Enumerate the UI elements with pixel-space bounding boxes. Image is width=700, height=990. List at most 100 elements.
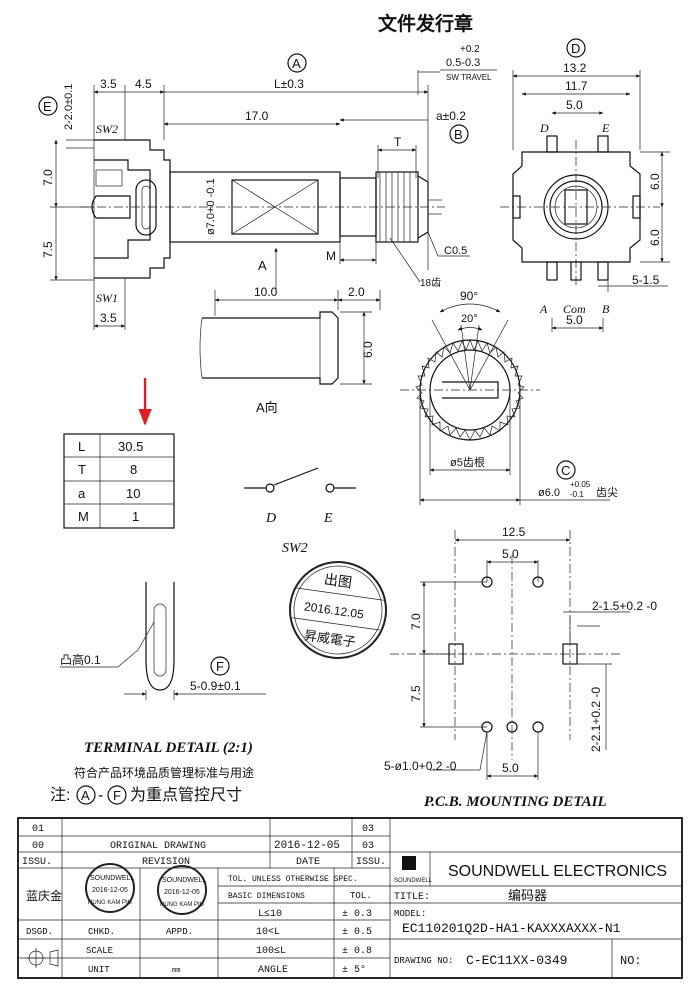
appd-label: APPD. — [166, 927, 193, 937]
company-logo-icon — [402, 856, 416, 870]
stamp-name-2: SOUNDWELL — [162, 877, 206, 884]
tol-value: ± 5° — [342, 964, 366, 976]
switch-name: SW2 — [282, 541, 308, 556]
dim-10: 10.0 — [254, 285, 278, 299]
parameter-table: L 30.5 T 8 a 10 M 1 — [63, 433, 175, 529]
dim-5-bottom: 5.0 — [566, 313, 583, 327]
circle-f-text: F — [216, 659, 224, 674]
dim-2: 2.0 — [348, 285, 365, 299]
label-m: M — [326, 249, 336, 263]
dim-13-2: 13.2 — [563, 61, 587, 75]
circle-c-text: C — [561, 463, 570, 478]
travel-tol-top: +0.2 — [460, 44, 480, 55]
angle-90: 90° — [460, 289, 478, 303]
scale-label: SCALE — [86, 946, 113, 956]
tol-range: 100≤L — [256, 946, 286, 957]
unit-label: UNIT — [88, 965, 110, 975]
dim-tip-base: ø6.0 — [538, 487, 560, 499]
circle-a-text: A — [292, 56, 301, 71]
title-label: TITLE: — [394, 892, 430, 903]
dim-7: 7.0 — [41, 169, 55, 186]
issue-stamp-title: 文件发行章 — [378, 12, 473, 35]
tol-label: TOL. — [350, 891, 372, 901]
pcb-dim-2-1-5: 2-1.5+0.2 -0 — [592, 599, 657, 613]
tol-range: L≤10 — [258, 909, 282, 920]
pcb-dim-holes: 5-ø1.0+0.2 -0 — [384, 759, 457, 773]
view-arrow-a: A — [258, 258, 267, 273]
dim-l: L±0.3 — [274, 77, 304, 91]
dim-a: a±0.2 — [436, 109, 466, 123]
model-label: MODEL: — [394, 909, 426, 919]
pcb-dim-7-5: 7.5 — [409, 685, 423, 702]
issu-label: ISSU. — [22, 857, 52, 868]
param-value: 10 — [126, 486, 140, 501]
stamp-date-mini-2: 2016-12-05 — [164, 889, 200, 896]
row-01: 01 — [32, 824, 44, 835]
note-circle-a: A — [81, 788, 90, 803]
dim-6: 6.0 — [361, 341, 375, 358]
terminal-detail: 凸高0.1 F 5-0.9±0.1 TERMINAL DETAIL (2:1) … — [50, 582, 266, 805]
stamp-date: 2016.12.05 — [303, 599, 365, 621]
dim-e-side: 2-2.0±0.1 — [63, 84, 75, 130]
no-label: NO: — [620, 954, 642, 968]
dim-5-1-5: 5-1.5 — [632, 273, 660, 287]
switch-d: D — [265, 511, 276, 526]
original-drawing: ORIGINAL DRAWING — [110, 841, 206, 852]
param-key: L — [78, 439, 85, 454]
dim-7-5: 7.5 — [41, 241, 55, 258]
stamp-name: SOUNDWELL — [90, 875, 134, 882]
dim-t: T — [394, 135, 402, 149]
pin-com: Com — [563, 302, 586, 316]
dim-4-5: 4.5 — [135, 77, 152, 91]
dim-tip-tol-top: +0.05 — [570, 480, 591, 489]
tol-value: ± 0.3 — [342, 909, 372, 920]
dim-17: 17.0 — [245, 109, 269, 123]
issue-stamp: 出图 2016.12.05 昇威電子 — [289, 561, 387, 659]
terminal-bump: 凸高0.1 — [60, 652, 101, 667]
pcb-title: P.C.B. MOUNTING DETAIL — [424, 794, 607, 810]
travel-tol: 0.5-0.3 — [446, 57, 480, 69]
dim-tip-suffix: 齿尖 — [596, 486, 618, 499]
pin-a: A — [539, 302, 548, 316]
tol-range: 10<L — [256, 927, 280, 938]
note-circle-f: F — [113, 788, 121, 803]
revision-label: REVISION — [142, 857, 190, 868]
param-key: a — [78, 486, 86, 501]
param-value: 30.5 — [118, 439, 143, 454]
sw-travel: SW TRAVEL — [446, 73, 492, 82]
chkd-label: CHKD. — [88, 927, 115, 937]
dim-tip-tol-bottom: -0.1 — [570, 490, 584, 499]
dim-6-top: 6.0 — [648, 173, 662, 190]
dim-5-top: 5.0 — [566, 98, 583, 112]
circle-label-c — [556, 460, 576, 480]
pcb-dim-12-5: 12.5 — [502, 525, 526, 539]
pin-d: D — [539, 121, 549, 135]
designer-name: 蓝庆金 — [26, 888, 62, 903]
dim-6-bottom: 6.0 — [648, 229, 662, 246]
param-value: 8 — [130, 462, 137, 477]
side-view: D 13.2 11.7 5.0 D E 6.0 6.0 — [500, 38, 670, 332]
tol-range: ANGLE — [258, 965, 288, 976]
pin-e: E — [601, 121, 610, 135]
terminal-dim: 5-0.9±0.1 — [190, 679, 241, 693]
circle-label-d — [566, 38, 586, 58]
stamp-date-mini: 2016-12-05 — [92, 887, 128, 894]
row-03: 03 — [362, 824, 374, 835]
pcb-dim-2-2-1: 2-2.1+0.2 -0 — [589, 687, 603, 752]
unit-value: mm — [172, 967, 180, 975]
original-date: 2016-12-05 — [274, 840, 340, 852]
pcb-dim-7: 7.0 — [409, 613, 423, 630]
control-note-prefix: 注: — [50, 786, 70, 804]
terminal-title: TERMINAL DETAIL (2:1) — [84, 740, 253, 756]
pcb-dim-5-bottom: 5.0 — [502, 761, 519, 775]
drawing-no-label: DRAWING NO: — [394, 956, 453, 966]
circle-label-f — [210, 656, 230, 676]
stamp-top: 出图 — [323, 571, 353, 591]
circle-e-text: E — [43, 99, 52, 114]
circle-label-b — [449, 124, 469, 144]
pcb-dim-5-top: 5.0 — [502, 547, 519, 561]
shaft-detail: 10.0 2.0 6.0 A向 90° 20° ø5齿根 C ø6.0 +0.0… — [199, 285, 618, 505]
issu-label-2: ISSU. — [356, 857, 386, 868]
chamfer-c0-5: C0.5 — [444, 245, 467, 257]
